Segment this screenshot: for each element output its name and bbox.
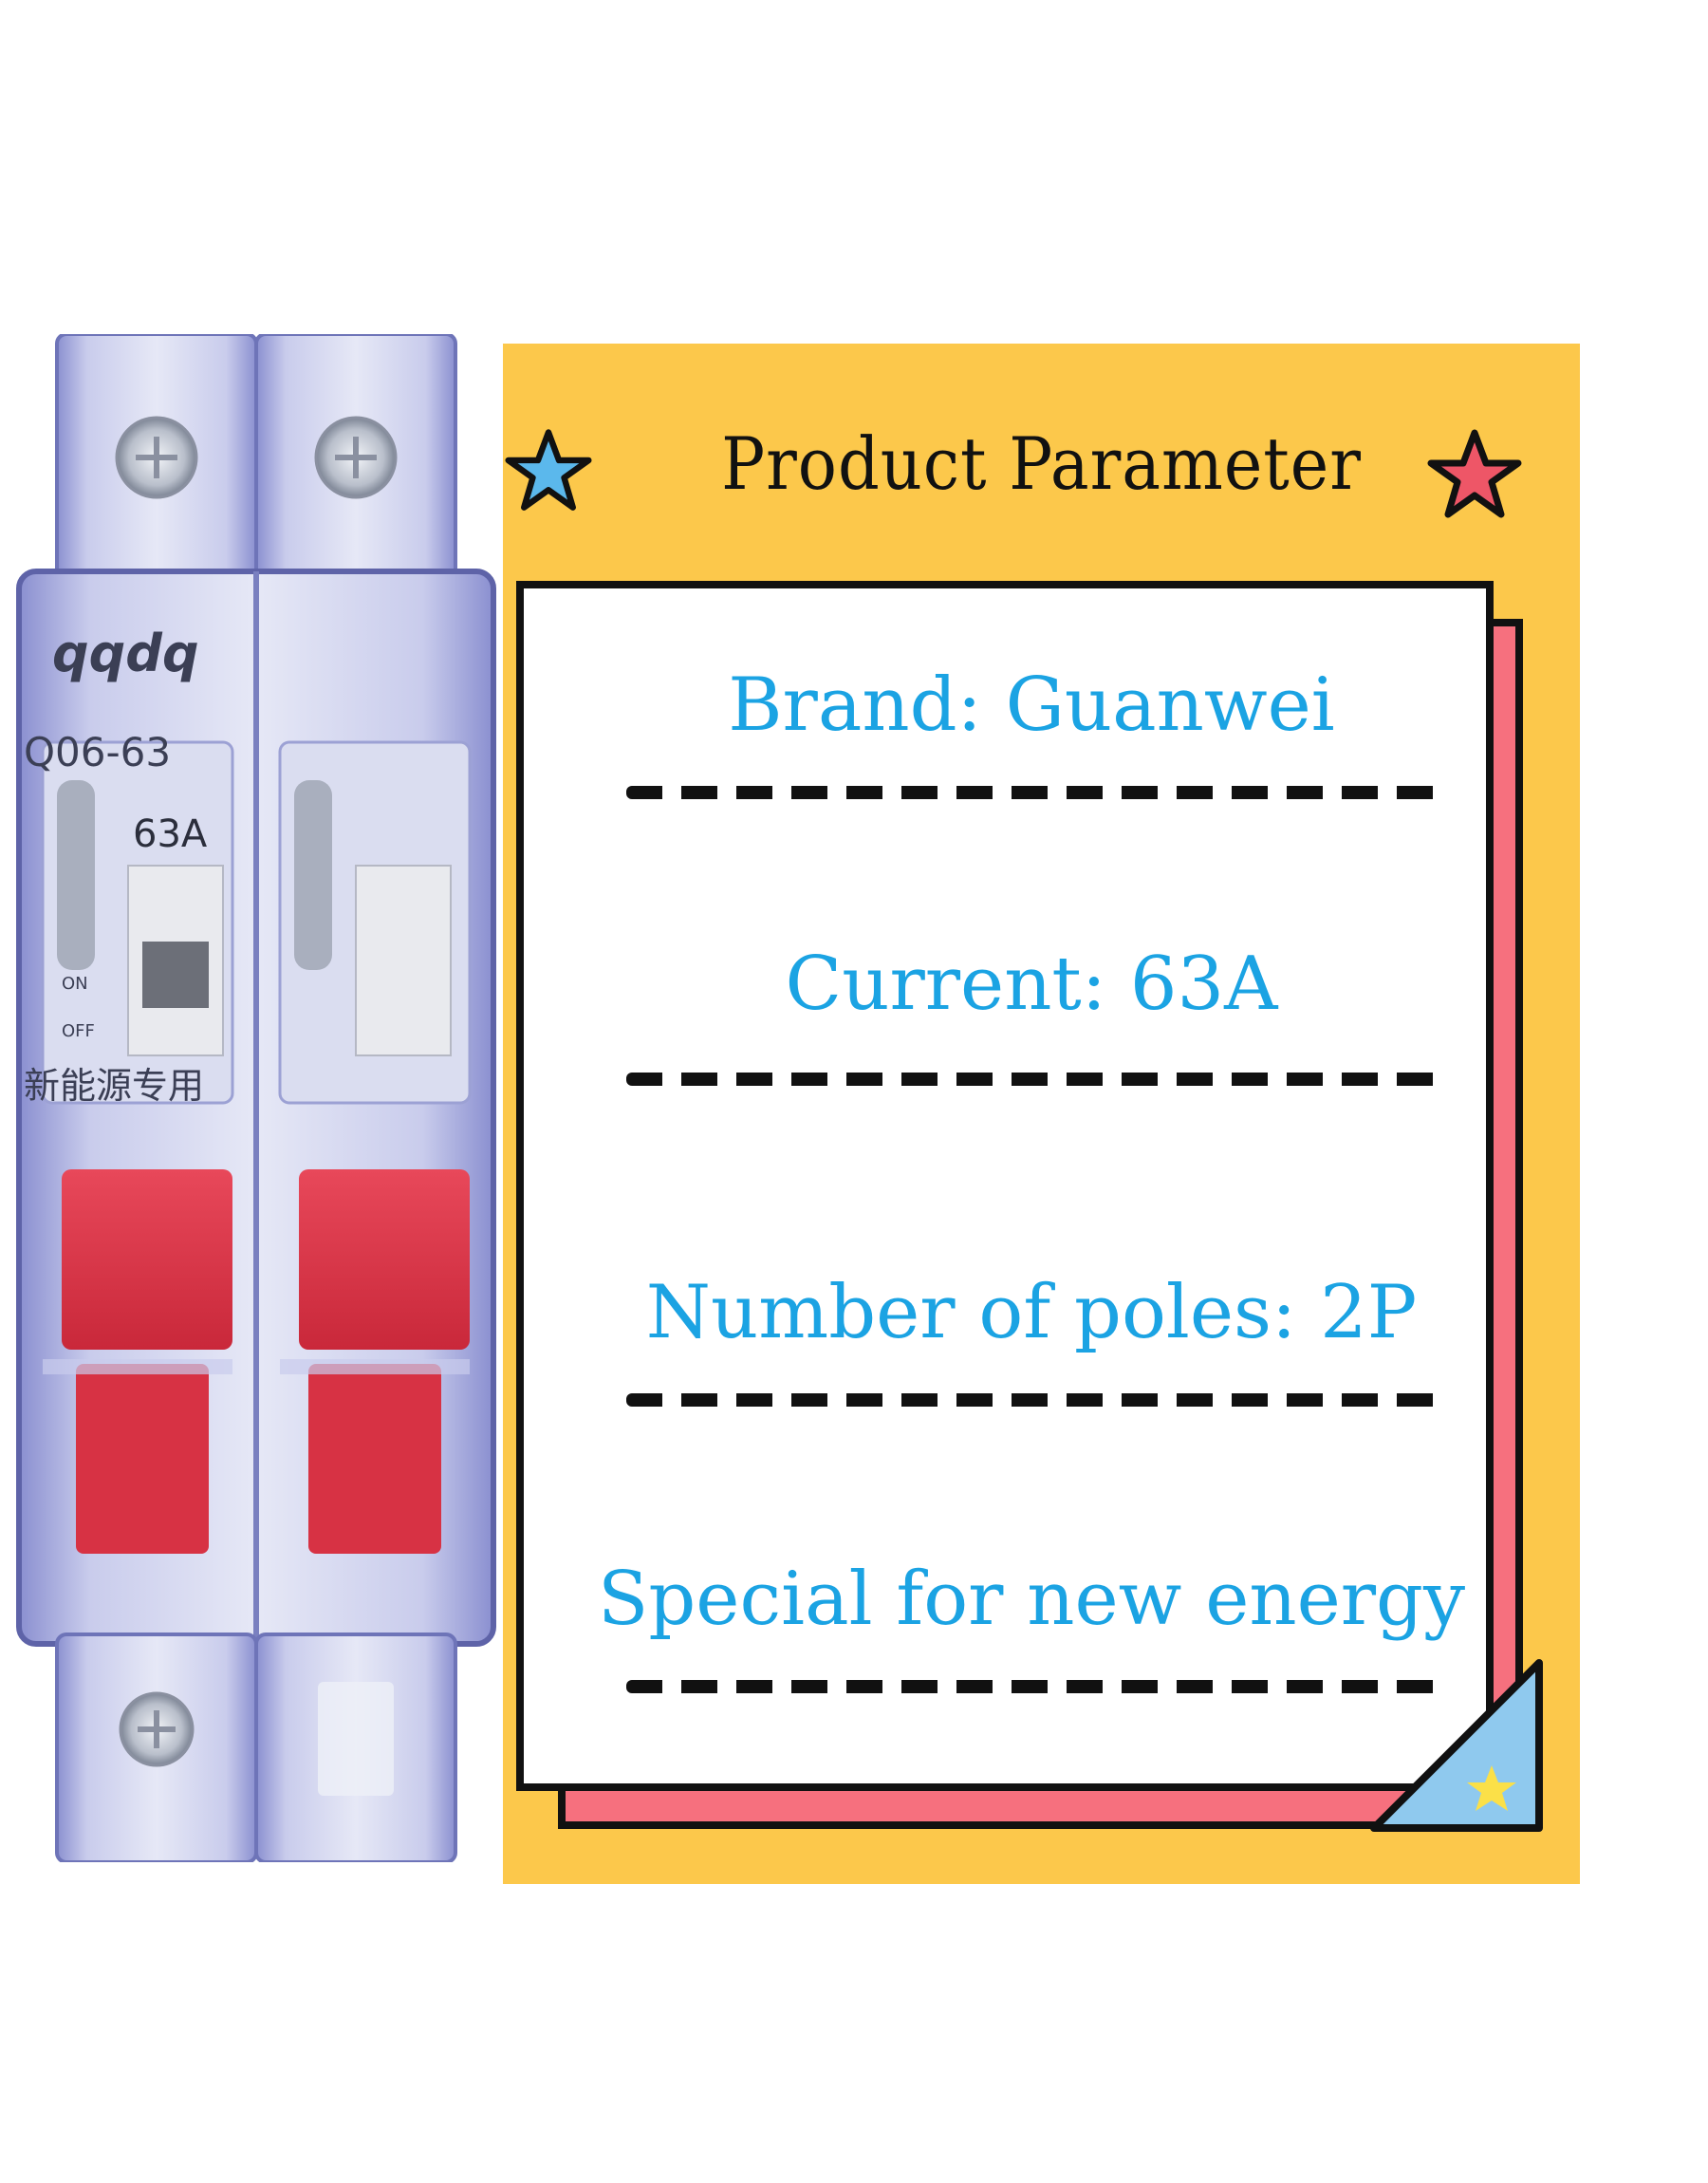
param-special: Special for new energy [597,1557,1466,1642]
chinese-label: 新能源专用 [24,1065,204,1107]
param-current: Current: 63A [785,942,1278,1027]
dashed-divider [626,786,1444,799]
blue-star-icon [505,429,592,511]
folded-corner [1370,1659,1543,1832]
param-poles: Number of poles: 2P [645,1270,1418,1355]
param-brand: Brand: Guanwei [728,662,1335,748]
circuit-breaker-image: qqdq Q06-63 63A ON OFF 新能源专用 [14,332,498,1864]
dashed-divider [626,1073,1444,1086]
off-label: OFF [62,1021,95,1041]
model-text: Q06-63 [24,729,171,775]
dashed-divider [626,1680,1444,1693]
rating-text: 63A [133,812,208,856]
card-title: Product Parameter [721,421,1362,506]
on-label: ON [62,974,88,994]
front-paper-sheet: Brand: Guanwei Current: 63A Number of po… [516,581,1494,1791]
dashed-divider [626,1393,1444,1407]
brand-mark: qqdq [52,624,199,683]
red-star-icon [1427,429,1522,518]
product-parameter-card: Product Parameter Brand: Guanwei Current… [503,344,1580,1884]
yellow-star-icon [1467,1765,1516,1811]
circuit-breaker-illustration: qqdq Q06-63 63A ON OFF 新能源专用 [16,332,496,1864]
